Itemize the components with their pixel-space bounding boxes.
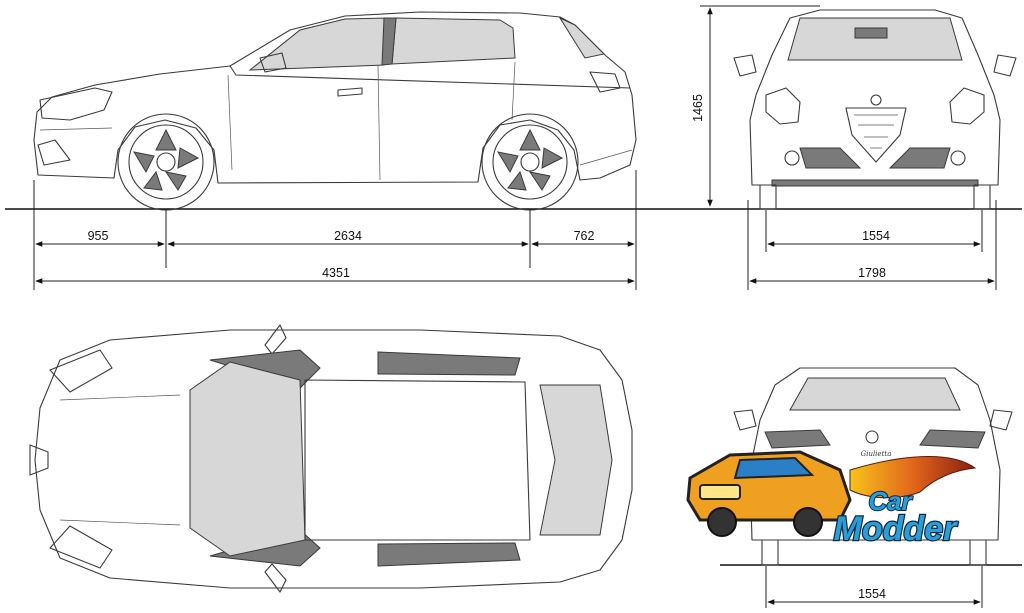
logo-car-icon [686,450,852,522]
side-dimensions [33,170,637,290]
right-foglight [950,150,966,166]
top-roof [304,379,531,541]
side-mirror [259,52,287,73]
top-mirror-left [264,324,287,355]
top-headlight-right [49,525,113,569]
dim-front-track: 1554 [862,229,890,243]
logo-text-car: Car [868,486,913,516]
top-windshield [189,361,306,557]
windshield [787,17,963,61]
front-view-car [733,9,1017,210]
front-side-window [248,17,391,71]
left-taillight [764,429,831,449]
rear-wheel [481,113,579,211]
front-wheel [117,113,215,211]
grille-shield [845,107,907,163]
badge-icon [870,94,882,106]
front-dimensions [700,5,997,290]
dim-width: 1798 [858,266,886,280]
right-mirror-front [993,54,1017,77]
right-headlight [949,87,985,125]
dim-rear-overhang: 762 [574,229,595,243]
top-mirror-right [264,563,287,593]
left-mirror-front [733,54,757,77]
rear-windscreen [789,377,961,411]
right-taillight [919,429,986,449]
carmodder-logo [686,450,977,537]
dim-rear-track: 1554 [858,587,886,601]
top-headlight-left [49,349,113,393]
dim-length: 4351 [322,266,350,280]
side-view-car [33,11,637,211]
rear-badge-icon [865,430,879,444]
door-handle [337,87,363,97]
rear-view-car [733,367,1013,566]
taillight-side [589,71,621,93]
dim-height: 1465 [691,94,705,122]
dim-wheelbase: 2634 [334,229,362,243]
dim-front-overhang: 955 [88,229,109,243]
headlight-side [39,87,113,121]
rear-badge-text: Giulietta [861,450,892,458]
left-headlight [765,87,801,125]
logo-text-modder: Modder [834,510,959,548]
top-rear-window [539,384,613,536]
top-view-car [29,324,633,593]
rear-side-window [391,17,516,65]
rear-dimensions [765,566,983,608]
left-foglight [784,150,800,166]
